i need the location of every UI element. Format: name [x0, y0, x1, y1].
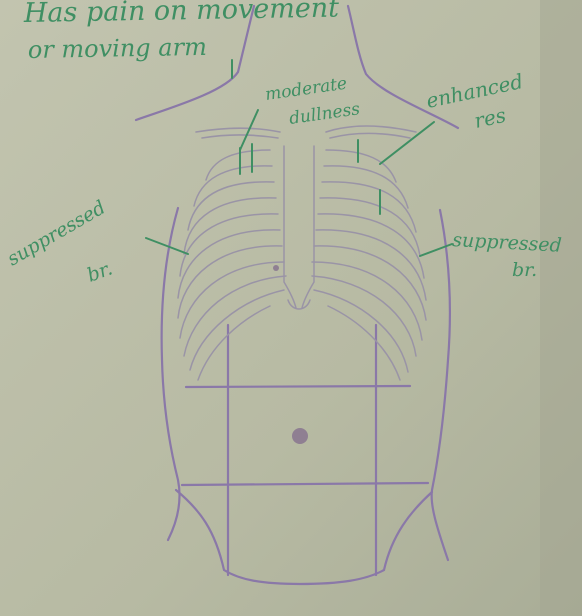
note-moving-arm: or moving arm [28, 33, 207, 64]
subcostal-line [186, 386, 410, 387]
paper-edge-shadow [540, 0, 582, 616]
umbilicus-dot [292, 428, 308, 444]
small-mark [273, 265, 279, 271]
note-right-br: br. [512, 259, 537, 281]
